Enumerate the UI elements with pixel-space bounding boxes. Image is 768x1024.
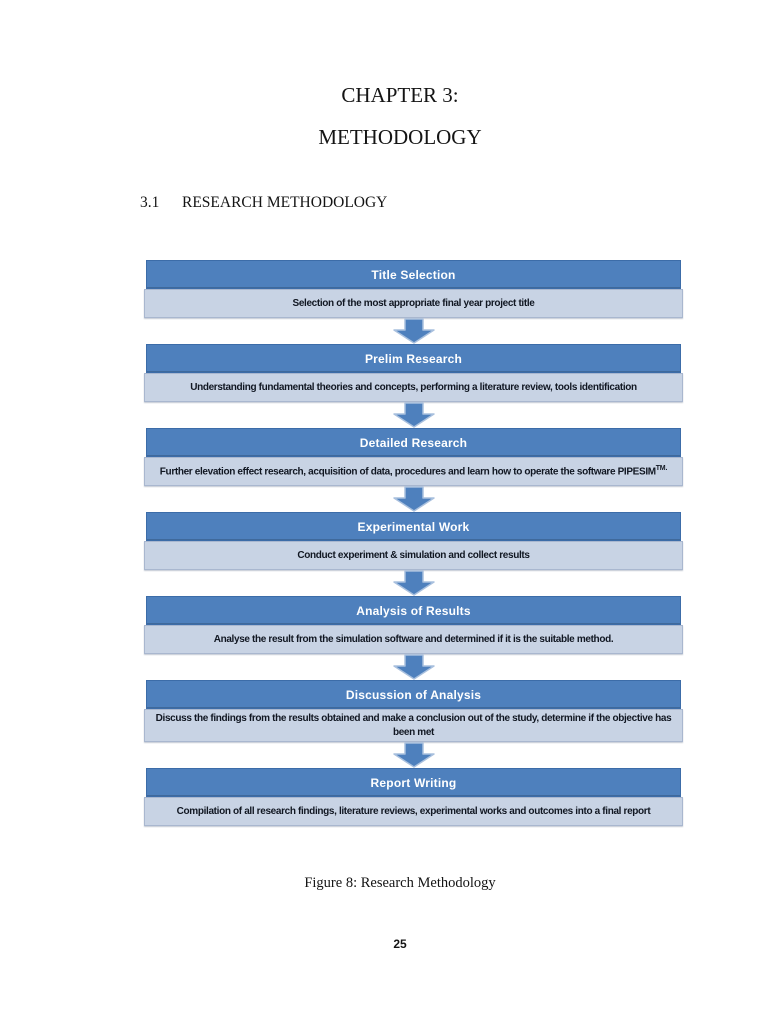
down-arrow-icon [392, 486, 435, 512]
step-title: Experimental Work [146, 512, 681, 541]
flow-step-experimental-work: Experimental Work Conduct experiment & s… [144, 512, 683, 570]
step-description: Discuss the findings from the results ob… [144, 709, 683, 742]
flow-connector [146, 654, 681, 680]
section-heading: 3.1 RESEARCH METHODOLOGY [140, 194, 387, 212]
step-description: Understanding fundamental theories and c… [144, 373, 683, 402]
step-description: Analyse the result from the simulation s… [144, 625, 683, 654]
flow-connector [146, 570, 681, 596]
step-description-text: Further elevation effect research, acqui… [159, 466, 656, 478]
page-number: 25 [393, 937, 407, 951]
step-title: Report Writing [146, 768, 681, 797]
section-title: RESEARCH METHODOLOGY [182, 194, 388, 211]
step-title: Discussion of Analysis [146, 680, 681, 709]
research-methodology-flowchart: Title Selection Selection of the most ap… [144, 260, 683, 826]
flow-connector [146, 402, 681, 428]
down-arrow-icon [392, 318, 435, 344]
step-description: Selection of the most appropriate final … [144, 289, 683, 318]
flow-step-report-writing: Report Writing Compilation of all resear… [144, 768, 683, 826]
step-description-text: Conduct experiment & simulation and coll… [297, 549, 530, 561]
step-description-text: Understanding fundamental theories and c… [190, 381, 637, 393]
step-title: Analysis of Results [146, 596, 681, 625]
flow-step-detailed-research: Detailed Research Further elevation effe… [144, 428, 683, 486]
flow-step-discussion-of-analysis: Discussion of Analysis Discuss the findi… [144, 680, 683, 742]
step-description: Conduct experiment & simulation and coll… [144, 541, 683, 570]
step-description-text: Discuss the findings from the results ob… [155, 713, 672, 738]
section-number: 3.1 [140, 194, 160, 211]
down-arrow-icon [392, 654, 435, 680]
step-title: Prelim Research [146, 344, 681, 373]
step-description-text: Selection of the most appropriate final … [292, 297, 535, 309]
step-description: Further elevation effect research, acqui… [144, 457, 683, 486]
chapter-title-line: METHODOLOGY [318, 125, 482, 149]
down-arrow-icon [392, 570, 435, 596]
flow-connector [146, 318, 681, 344]
flow-connector [146, 742, 681, 768]
step-description: Compilation of all research findings, li… [144, 797, 683, 826]
chapter-number-line: CHAPTER 3: [341, 83, 459, 107]
flow-step-title-selection: Title Selection Selection of the most ap… [144, 260, 683, 318]
down-arrow-icon [392, 742, 435, 768]
flow-connector [146, 486, 681, 512]
figure-caption: Figure 8: Research Methodology [304, 875, 496, 891]
step-title: Detailed Research [146, 428, 681, 457]
flow-step-prelim-research: Prelim Research Understanding fundamenta… [144, 344, 683, 402]
trademark-superscript: TM. [655, 465, 668, 473]
step-description-text: Compilation of all research findings, li… [176, 805, 651, 817]
step-description-text: Analyse the result from the simulation s… [213, 633, 614, 645]
chapter-heading: CHAPTER 3: METHODOLOGY [100, 84, 700, 148]
step-title: Title Selection [146, 260, 681, 289]
down-arrow-icon [392, 402, 435, 428]
flow-step-analysis-of-results: Analysis of Results Analyse the result f… [144, 596, 683, 654]
